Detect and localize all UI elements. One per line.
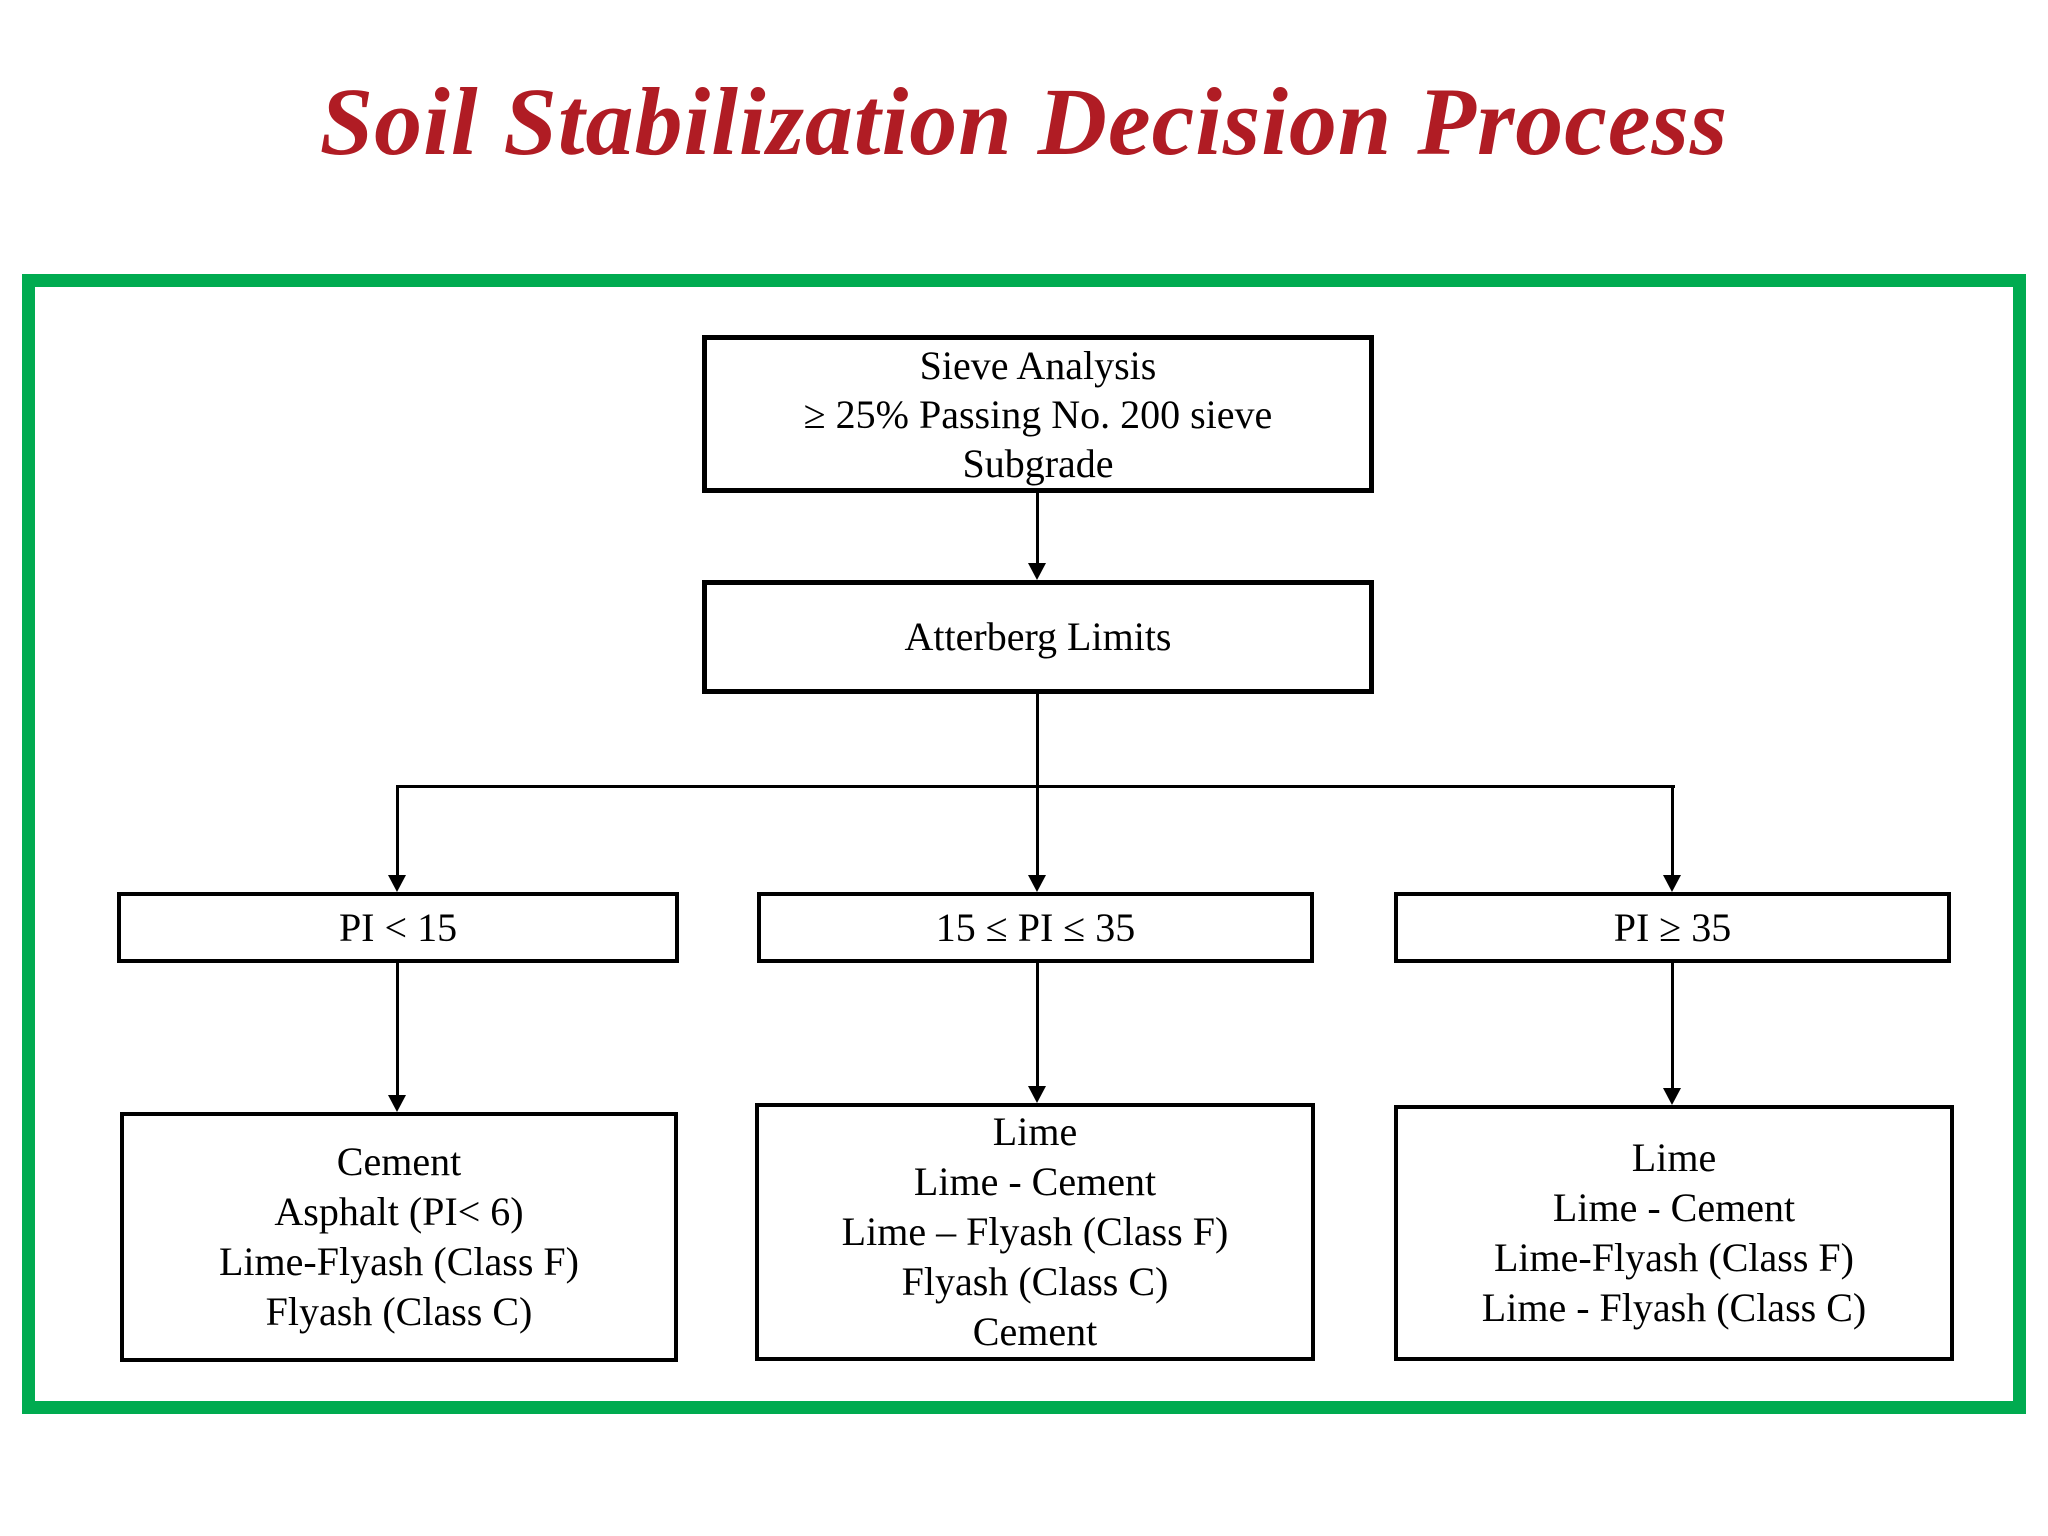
connector-right-condition-to-treatment: [1671, 962, 1674, 1088]
treatment-line: Lime: [1631, 1135, 1717, 1180]
connector-sieve-to-atterberg: [1036, 492, 1039, 564]
treatment-line: Lime: [992, 1109, 1078, 1154]
treatment-line: Cement: [972, 1309, 1098, 1354]
arrow-down-icon: [1028, 1086, 1046, 1103]
treatment-line: Flyash (Class C): [901, 1259, 1169, 1304]
treatment-line: Lime – Flyash (Class F): [841, 1209, 1229, 1254]
connector-branch-bus: [396, 785, 1675, 788]
treatment-line: Lime-Flyash (Class F): [219, 1239, 579, 1284]
treatment-line: Lime - Flyash (Class C): [1481, 1285, 1867, 1330]
connector-middle-condition-to-treatment: [1036, 962, 1039, 1086]
condition-box-pi-ge-35: PI ≥ 35: [1394, 892, 1951, 963]
treatment-line: Lime - Cement: [913, 1159, 1157, 1204]
connector-bus-to-left-condition: [396, 785, 399, 875]
connector-left-condition-to-treatment: [396, 962, 399, 1095]
connector-bus-to-right-condition: [1671, 785, 1674, 875]
flowchart-frame: [22, 274, 2026, 1414]
atterberg-label: Atterberg Limits: [904, 614, 1172, 659]
arrow-down-icon: [1028, 563, 1046, 580]
condition-label: 15 ≤ PI ≤ 35: [935, 904, 1136, 950]
treatment-box-right: Lime Lime - Cement Lime-Flyash (Class F)…: [1394, 1105, 1954, 1361]
treatment-box-left: Cement Asphalt (PI< 6) Lime-Flyash (Clas…: [120, 1112, 678, 1362]
treatment-line: Lime - Cement: [1552, 1185, 1796, 1230]
arrow-down-icon: [1028, 875, 1046, 892]
arrow-down-icon: [388, 875, 406, 892]
arrow-down-icon: [1663, 1088, 1681, 1105]
connector-bus-to-middle-condition: [1036, 787, 1039, 875]
connector-atterberg-stem: [1036, 693, 1039, 787]
atterberg-limits-box: Atterberg Limits: [702, 580, 1374, 694]
treatment-line: Cement: [336, 1139, 462, 1184]
sieve-line-2: ≥ 25% Passing No. 200 sieve: [803, 391, 1273, 437]
condition-box-pi-15-35: 15 ≤ PI ≤ 35: [757, 892, 1314, 963]
treatment-line: Lime-Flyash (Class F): [1494, 1235, 1854, 1280]
sieve-line-3: Subgrade: [962, 440, 1114, 486]
treatment-line: Flyash (Class C): [265, 1289, 533, 1334]
treatment-line: Asphalt (PI< 6): [274, 1189, 524, 1234]
arrow-down-icon: [388, 1095, 406, 1112]
sieve-analysis-box: Sieve Analysis ≥ 25% Passing No. 200 sie…: [702, 335, 1374, 493]
page-title: Soil Stabilization Decision Process: [319, 68, 1729, 175]
sieve-line-1: Sieve Analysis: [919, 342, 1157, 388]
arrow-down-icon: [1663, 875, 1681, 892]
treatment-box-middle: Lime Lime - Cement Lime – Flyash (Class …: [755, 1103, 1315, 1361]
condition-box-pi-lt-15: PI < 15: [117, 892, 679, 963]
condition-label: PI ≥ 35: [1613, 904, 1732, 950]
condition-label: PI < 15: [338, 904, 458, 950]
